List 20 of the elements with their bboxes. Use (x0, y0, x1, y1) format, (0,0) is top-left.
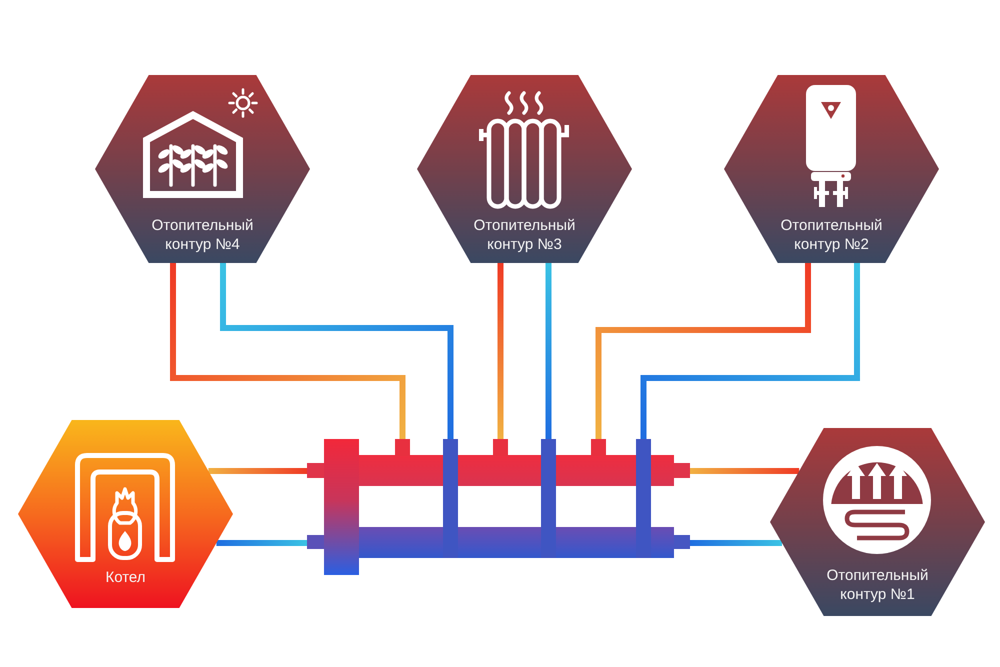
pipe (170, 263, 406, 439)
pipe (208, 468, 307, 474)
pipe (640, 263, 860, 439)
hexagon-node (417, 75, 632, 263)
hexagon-node (770, 428, 985, 616)
hexagon-node (95, 75, 310, 263)
hexagon-node (18, 420, 233, 608)
node-label: Отопительный контур №4 (151, 216, 254, 254)
pipe (690, 468, 800, 474)
pipe (216, 540, 307, 546)
node-label: Отопительный контур №3 (473, 216, 576, 254)
node-label: Отопительный контур №2 (780, 216, 883, 254)
node-label: Котел (104, 568, 146, 587)
pipe (498, 263, 504, 439)
hexagon-node (724, 75, 939, 263)
pipe (690, 540, 782, 546)
pipe (220, 263, 454, 439)
pipe (546, 263, 552, 439)
node-label: Отопительный контур №1 (826, 566, 929, 604)
pipe (596, 263, 811, 439)
